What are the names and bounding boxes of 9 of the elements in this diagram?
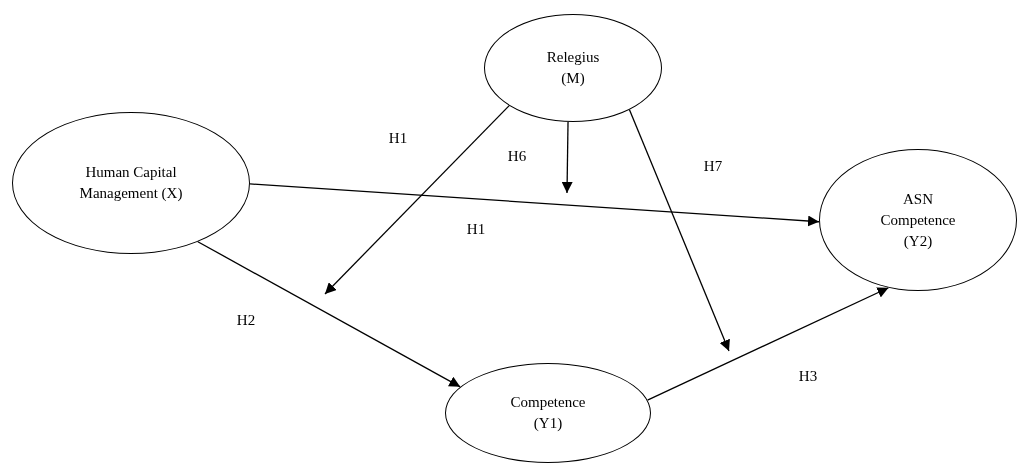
arrow bbox=[628, 109, 730, 352]
construct-label: Relegius (M) bbox=[545, 48, 601, 88]
arrow bbox=[324, 105, 510, 295]
construct-label: Human Capital Management (X) bbox=[79, 163, 183, 203]
construct-label: Competence (Y1) bbox=[509, 393, 587, 433]
arrow bbox=[197, 241, 461, 388]
arrow bbox=[561, 121, 573, 194]
construct-label: ASN Competence (Y2) bbox=[879, 189, 957, 251]
arrow bbox=[249, 183, 820, 227]
